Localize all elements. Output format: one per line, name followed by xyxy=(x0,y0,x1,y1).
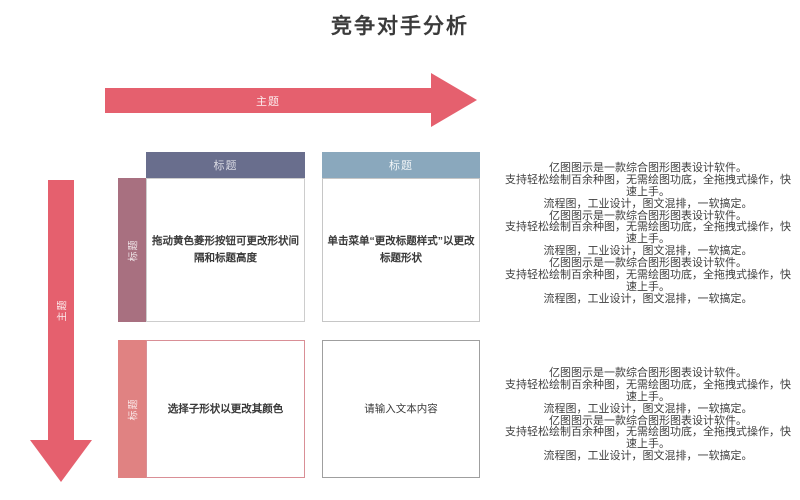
text-line: 亿图图示是一款综合图形图表设计软件。 xyxy=(549,367,747,379)
text-line: 流程图，工业设计，图文混排，一软搞定。 xyxy=(543,245,753,258)
quadrant-bottom-left-side-label: 标题 xyxy=(128,398,140,420)
quadrant-top-left-body[interactable]: 拖动黄色菱形按钮可更改形状间隔和标题高度 xyxy=(146,178,305,322)
vertical-theme-arrow[interactable]: 主题 xyxy=(30,180,92,482)
horizontal-arrow-head-icon xyxy=(431,73,477,127)
quadrant-bottom-right-text: 请输入文本内容 xyxy=(364,402,438,415)
diagram-title: 竞争对手分析 xyxy=(331,15,469,38)
vertical-arrow-head-icon xyxy=(30,440,92,482)
vertical-arrow-label-wrap: 主题 xyxy=(48,180,74,440)
text-line: 亿图图示是一款综合图形图表设计软件。 xyxy=(549,209,747,222)
quadrant-top-left-side-bar[interactable]: 标题 xyxy=(118,178,146,322)
text-line: 支持轻松绘制百余种图，无需绘图功底，全拖拽式操作，快速上手。 xyxy=(505,221,791,246)
quadrant-bottom-left-text: 选择子形状以更改其颜色 xyxy=(167,402,284,415)
quadrant-bottom-left-side-bar[interactable]: 标题 xyxy=(118,340,146,478)
text-line: 支持轻松绘制百余种图，无需绘图功底，全拖拽式操作，快速上手。 xyxy=(505,173,791,198)
text-line: 流程图，工业设计，图文混排，一软搞定。 xyxy=(543,402,753,415)
quadrant-top-left-side-label: 标题 xyxy=(128,239,140,261)
quadrant-top-left-text: 拖动黄色菱形按钮可更改形状间隔和标题高度 xyxy=(152,235,299,264)
quadrant-top-right-text: 单击菜单“更改标题样式”以更改标题形状 xyxy=(327,235,475,264)
vertical-arrow-label: 主题 xyxy=(57,299,69,321)
right-text-block-top[interactable]: 亿图图示是一款综合图形图表设计软件。支持轻松绘制百余种图，无需绘图功底，全拖拽式… xyxy=(502,162,794,306)
horizontal-arrow-label: 主题 xyxy=(256,95,280,108)
right-text-block-bottom[interactable]: 亿图图示是一款综合图形图表设计软件。支持轻松绘制百余种图，无需绘图功底，全拖拽式… xyxy=(502,367,794,463)
text-line: 流程图，工业设计，图文混排，一软搞定。 xyxy=(543,292,753,305)
quadrant-top-right-header-label: 标题 xyxy=(389,160,413,172)
quadrant-top-left-header[interactable]: 标题 xyxy=(146,152,305,178)
horizontal-theme-arrow[interactable]: 主题 xyxy=(105,73,477,128)
vertical-arrow-body xyxy=(48,180,74,440)
quadrant-top-right-header[interactable]: 标题 xyxy=(322,152,480,178)
text-line: 支持轻松绘制百余种图，无需绘图功底，全拖拽式操作，快速上手。 xyxy=(505,268,791,293)
quadrant-top-left-header-label: 标题 xyxy=(213,160,238,172)
text-line: 流程图，工业设计，图文混排，一软搞定。 xyxy=(543,197,753,210)
text-line: 流程图，工业设计，图文混排，一软搞定。 xyxy=(543,450,753,463)
quadrant-top-right-body[interactable]: 单击菜单“更改标题样式”以更改标题形状 xyxy=(322,178,480,322)
text-line: 亿图图示是一款综合图形图表设计软件。 xyxy=(549,162,747,174)
text-line: 亿图图示是一款综合图形图表设计软件。 xyxy=(549,257,747,269)
quadrant-bottom-right-body[interactable]: 请输入文本内容 xyxy=(322,340,480,478)
text-line: 亿图图示是一款综合图形图表设计软件。 xyxy=(549,414,747,427)
text-line: 支持轻松绘制百余种图，无需绘图功底，全拖拽式操作，快速上手。 xyxy=(505,426,791,451)
text-line: 支持轻松绘制百余种图，无需绘图功底，全拖拽式操作，快速上手。 xyxy=(505,378,791,403)
horizontal-arrow-body xyxy=(105,88,431,113)
quadrant-bottom-left-body[interactable]: 选择子形状以更改其颜色 xyxy=(146,340,305,478)
